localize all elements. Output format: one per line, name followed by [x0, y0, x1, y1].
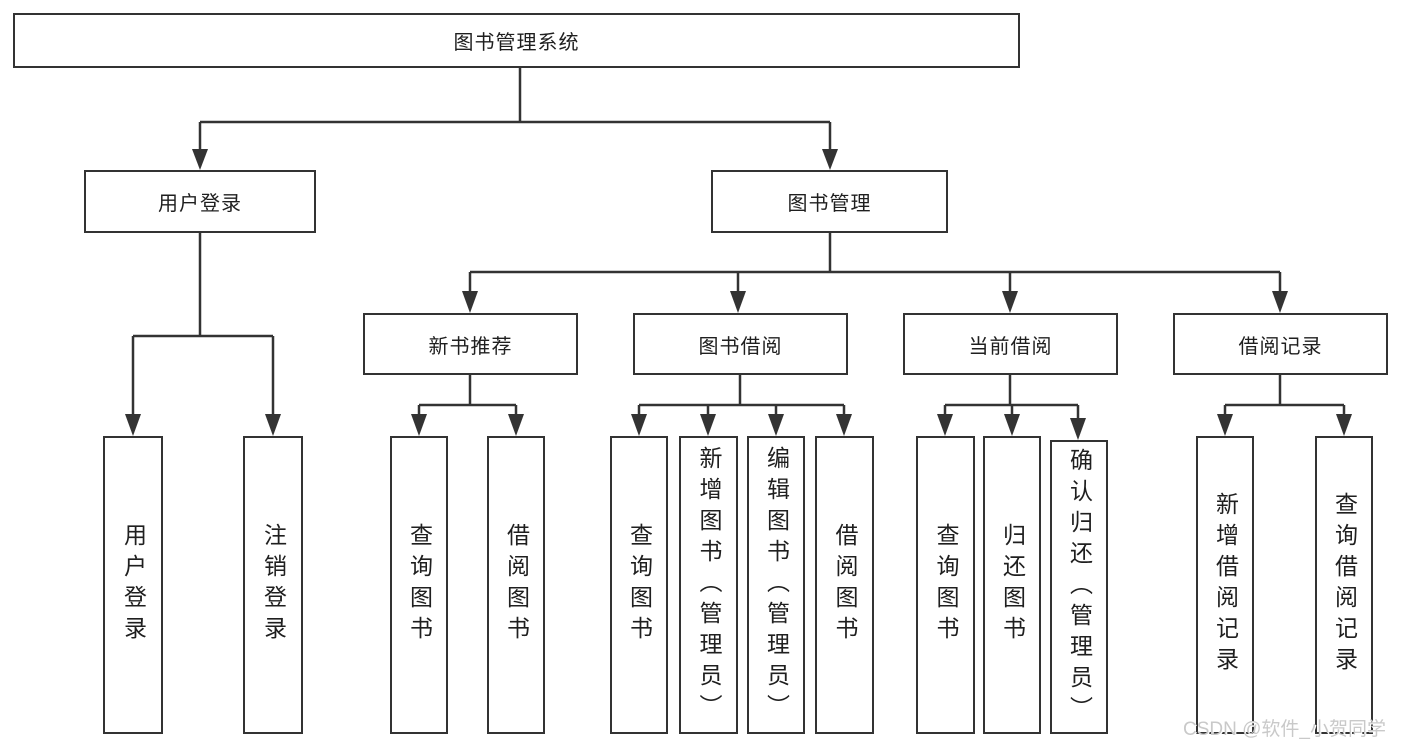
leaf-query-borrow-record-label: 查询借阅记录	[1331, 492, 1358, 678]
csdn-watermark: CSDN @软件_小贺同学	[1183, 719, 1386, 740]
node-root-library-system: 图书管理系统	[13, 13, 1020, 68]
node-root-label: 图书管理系统	[453, 32, 580, 54]
leaf-query-borrow-record: 查询借阅记录	[1315, 436, 1373, 734]
node-current-borrow: 当前借阅	[903, 313, 1118, 375]
node-borrow-records: 借阅记录	[1173, 313, 1388, 375]
node-new-book-recommend: 新书推荐	[363, 313, 578, 375]
node-book-borrow-label: 图书借阅	[698, 335, 783, 358]
leaf-query-books-recommend-label: 查询图书	[406, 523, 433, 647]
leaf-add-books-admin: 新增图书（管理员）	[679, 436, 738, 734]
leaf-user-login: 用户登录	[103, 436, 163, 734]
leaf-return-books: 归还图书	[983, 436, 1041, 734]
node-user-login: 用户登录	[84, 170, 316, 233]
leaf-confirm-return-admin: 确认归还（管理员）	[1050, 440, 1108, 734]
leaf-borrow-books-recommend-label: 借阅图书	[503, 523, 530, 647]
leaf-query-books-current: 查询图书	[916, 436, 975, 734]
leaf-add-borrow-record: 新增借阅记录	[1196, 436, 1254, 734]
node-user-login-label: 用户登录	[158, 193, 242, 215]
leaf-borrow-books-recommend: 借阅图书	[487, 436, 545, 734]
leaf-borrow-books: 借阅图书	[815, 436, 874, 734]
node-book-borrow: 图书借阅	[633, 313, 848, 375]
leaf-add-borrow-record-label: 新增借阅记录	[1212, 492, 1239, 678]
node-borrow-records-label: 借阅记录	[1238, 335, 1323, 358]
leaf-logout-label: 注销登录	[260, 523, 287, 647]
leaf-add-books-admin-label: 新增图书（管理员）	[696, 445, 722, 725]
leaf-edit-books-admin-label: 编辑图书（管理员）	[763, 445, 790, 725]
node-new-book-recommend-label: 新书推荐	[428, 335, 513, 358]
leaf-borrow-books-label: 借阅图书	[832, 523, 858, 647]
leaf-query-books-borrow: 查询图书	[610, 436, 668, 734]
leaf-query-books-current-label: 查询图书	[933, 523, 959, 647]
arrowheads	[125, 149, 1352, 440]
leaf-logout: 注销登录	[243, 436, 303, 734]
node-book-management-label: 图书管理	[787, 193, 872, 215]
leaf-user-login-label: 用户登录	[120, 523, 147, 647]
node-book-management: 图书管理	[711, 170, 948, 233]
leaf-edit-books-admin: 编辑图书（管理员）	[747, 436, 805, 734]
leaf-return-books-label: 归还图书	[999, 523, 1026, 647]
leaf-confirm-return-admin-label: 确认归还（管理员）	[1066, 447, 1093, 727]
leaf-query-books-borrow-label: 查询图书	[626, 523, 653, 647]
leaf-query-books-recommend: 查询图书	[390, 436, 448, 734]
node-current-borrow-label: 当前借阅	[968, 335, 1053, 358]
